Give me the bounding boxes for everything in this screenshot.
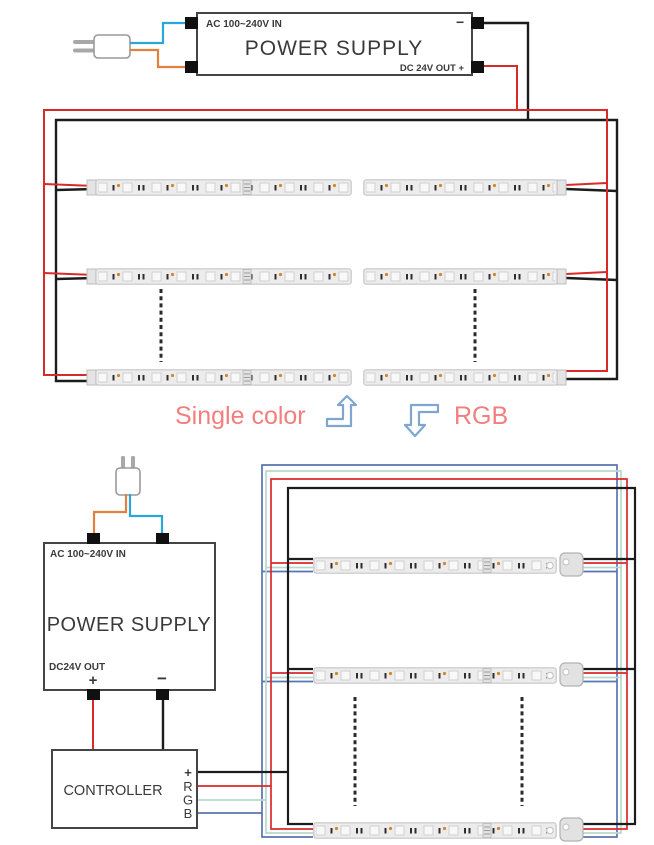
strip-connector — [559, 817, 584, 842]
terminal — [185, 17, 198, 29]
controller-terminal-r: R — [183, 779, 192, 794]
channel-blue-wire — [197, 464, 618, 838]
plug-body — [93, 34, 131, 59]
controller-outline — [51, 749, 198, 829]
led-strip — [95, 179, 352, 196]
rgb-section: AC 100~240V IN POWER SUPPLY DC24V OUT + … — [43, 456, 637, 842]
single-color-led-strips — [95, 179, 558, 386]
rgb-led-strips — [313, 552, 584, 842]
turn-up-arrow-icon — [325, 394, 358, 428]
terminal — [185, 61, 198, 73]
terminal — [471, 17, 484, 29]
plug-prong — [131, 456, 135, 470]
ac-live-wire — [130, 21, 185, 45]
dc-output-label: DC 24V OUT + — [400, 63, 465, 74]
terminal — [471, 61, 484, 73]
ac-input-label: AC 100~240V IN — [206, 19, 282, 30]
plug-prong — [73, 48, 96, 53]
single-color-section: AC 100~240V IN − POWER SUPPLY DC 24V OUT… — [43, 12, 619, 386]
led-strip — [313, 667, 557, 684]
ac-neutral-wire — [130, 48, 185, 69]
led-strip — [363, 369, 558, 386]
led-strip — [95, 369, 352, 386]
terminal — [156, 533, 169, 544]
section-labels: Single color RGB — [175, 394, 508, 438]
continuation-dashes — [159, 289, 477, 362]
controller-terminal-plus: + — [184, 765, 192, 780]
controller-box: CONTROLLER + R G B — [51, 749, 198, 829]
terminal — [87, 533, 100, 544]
plug-body — [115, 467, 141, 496]
minus-terminal-label: − — [456, 14, 464, 30]
controller-terminal-g: G — [183, 793, 193, 808]
ac-neutral-wire — [92, 494, 128, 534]
channel-red-wire — [197, 478, 628, 830]
plug-icon — [73, 34, 131, 59]
led-strip — [363, 179, 558, 196]
led-strip — [363, 268, 558, 285]
channel-green-wire — [197, 470, 622, 834]
power-supply-box: AC 100~240V IN − POWER SUPPLY DC 24V OUT… — [185, 12, 484, 76]
led-strip — [95, 268, 352, 285]
power-supply-outline — [43, 542, 216, 691]
power-supply-title: POWER SUPPLY — [245, 37, 423, 60]
plug-prong — [73, 40, 96, 44]
single-color-label: Single color — [175, 402, 306, 430]
power-supply-title: POWER SUPPLY — [47, 614, 212, 636]
dc-positive-feed-wire — [43, 65, 608, 376]
strip-connector — [559, 552, 584, 577]
strip-connector — [559, 662, 584, 687]
dc-output-label: DC24V OUT — [49, 662, 105, 673]
plug-icon — [115, 456, 141, 496]
dc-negative-feed-wire — [54, 21, 619, 383]
led-strip — [313, 557, 557, 574]
led-strip — [313, 822, 557, 839]
plug-prong — [121, 456, 125, 470]
power-supply-box: AC 100~240V IN POWER SUPPLY DC24V OUT + … — [43, 533, 216, 700]
ac-input-label: AC 100~240V IN — [50, 549, 126, 560]
rgb-label: RGB — [454, 402, 508, 430]
power-supply-outline — [196, 12, 473, 76]
controller-title: CONTROLLER — [63, 783, 162, 799]
minus-terminal-label: − — [157, 669, 167, 688]
turn-down-arrow-icon — [403, 403, 440, 438]
terminal — [87, 689, 100, 700]
controller-terminal-b: B — [184, 806, 193, 821]
terminal — [156, 689, 169, 700]
common-positive-wire — [197, 486, 637, 826]
continuation-dashes — [353, 697, 524, 806]
ac-live-wire — [128, 494, 164, 534]
plus-terminal-label: + — [89, 672, 98, 689]
